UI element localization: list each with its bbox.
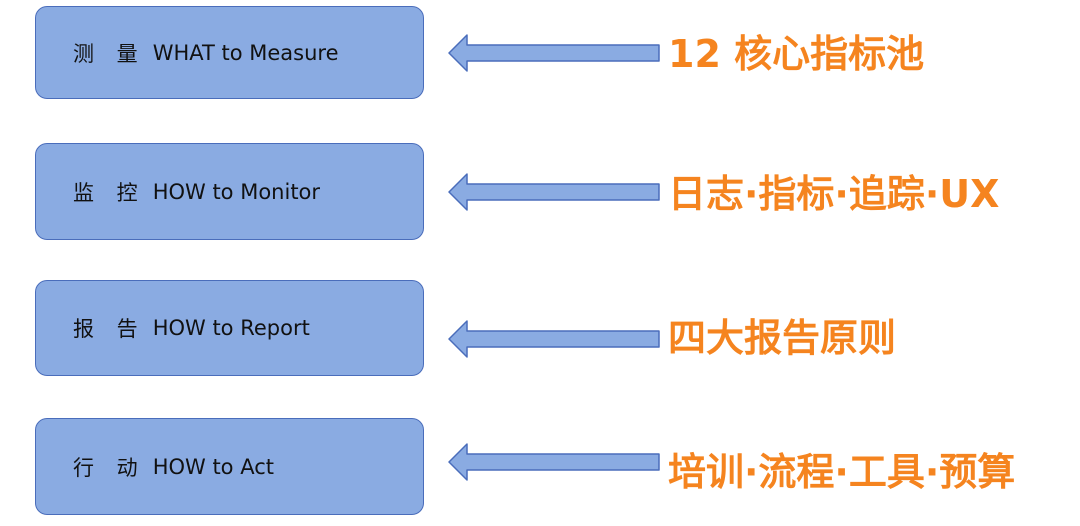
stage-box-act: 行 动 HOW to Act [35,418,424,515]
stage-cn-label: 报 告 [73,317,146,341]
stage-cn-label: 测 量 [73,41,146,66]
stage-detail-label: 日志·指标·追踪·UX [668,172,1000,216]
stage-en-label: WHAT to Measure [152,40,339,65]
left-arrow-icon [448,320,660,358]
stage-box-measure: 测 量 WHAT to Measure [35,6,424,99]
left-arrow-icon [448,173,660,211]
stage-cn-label: 监 控 [73,180,146,205]
stage-cn-label: 行 动 [73,455,146,480]
stage-en-label: HOW to Act [152,454,274,479]
stage-box-monitor: 监 控 HOW to Monitor [35,143,424,240]
stage-detail-label: 四大报告原则 [668,316,897,360]
stage-detail-label: 培训·流程·工具·预算 [668,450,1016,494]
stage-en-label: HOW to Monitor [152,179,321,204]
left-arrow-icon [448,34,660,72]
left-arrow-icon [448,443,660,481]
stage-box-report: 报 告 HOW to Report [35,280,424,376]
stage-en-label: HOW to Report [152,316,310,340]
stage-detail-label: 12 核心指标池 [668,32,925,76]
